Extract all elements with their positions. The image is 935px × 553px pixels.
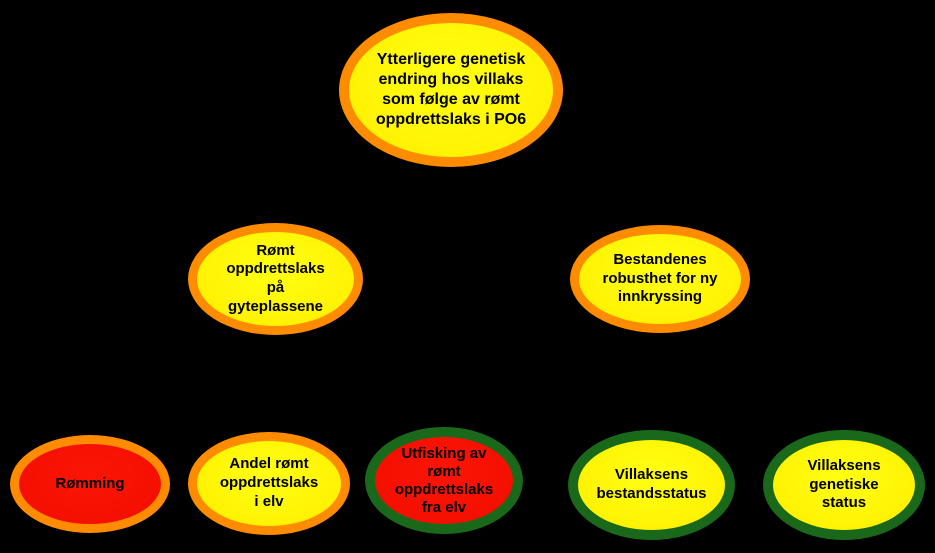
node-villaksens-bestandsstatus: Villaksens bestandsstatus	[568, 430, 735, 540]
node-bestandenes-robusthet: Bestandenes robusthet for ny innkryssing	[570, 225, 750, 333]
node-romt-oppdrettslaks-gyteplassene: Rømt oppdrettslaks på gyteplassene	[188, 223, 363, 335]
node-label: Ytterligere genetisk endring hos villaks…	[375, 51, 527, 128]
node-goal-top: Ytterligere genetisk endring hos villaks…	[339, 13, 563, 167]
node-label: Bestandenes robusthet for ny innkryssing	[602, 250, 718, 306]
node-utfisking-fra-elv: Utfisking av rømt oppdrettslaks fra elv	[365, 427, 523, 534]
node-villaksens-genetiske-status: Villaksens genetiske status	[763, 430, 925, 540]
node-label: Utfisking av rømt oppdrettslaks fra elv	[394, 444, 494, 516]
node-romming: Rømming	[10, 435, 170, 533]
node-andel-romt-i-elv: Andel rømt oppdrettslaks i elv	[188, 432, 350, 535]
node-label: Rømt oppdrettslaks på gyteplassene	[226, 241, 325, 315]
node-label: Villaksens genetiske status	[807, 456, 881, 512]
node-label: Andel rømt oppdrettslaks i elv	[219, 455, 319, 510]
node-label: Villaksens bestandsstatus	[596, 466, 707, 502]
node-label: Rømming	[55, 474, 125, 492]
